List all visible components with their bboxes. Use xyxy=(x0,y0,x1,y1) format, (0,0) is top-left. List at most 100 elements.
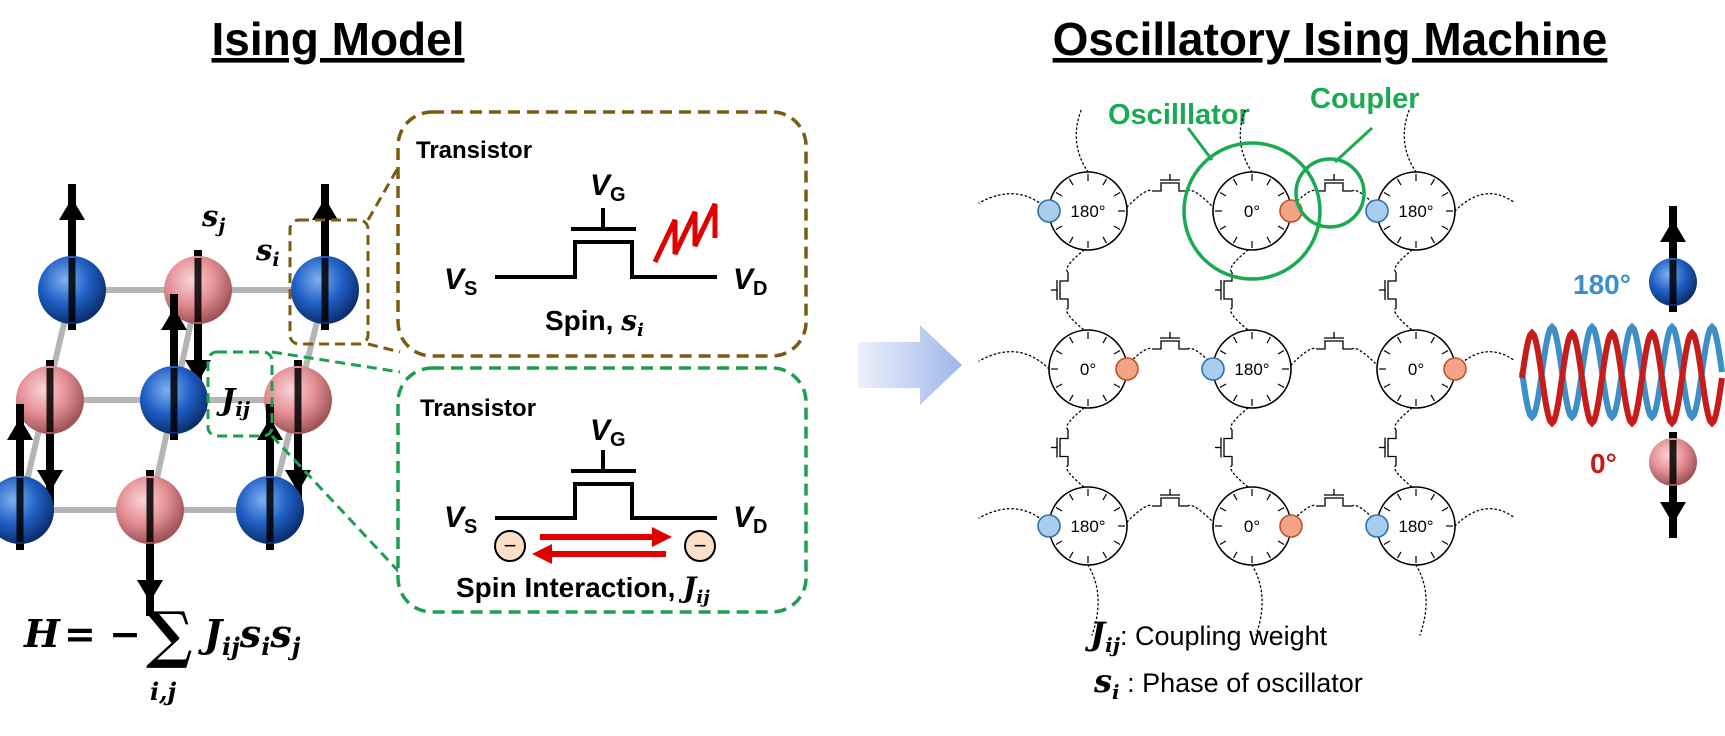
spin-up-blue xyxy=(1649,206,1697,312)
coupler xyxy=(1290,489,1378,523)
right-arrow-icon xyxy=(858,325,962,405)
edge-wire xyxy=(1239,107,1253,173)
transistor-symbol-icon xyxy=(495,208,717,279)
coupler xyxy=(1126,489,1214,523)
oscillator-label: Oscilllator xyxy=(1108,99,1250,131)
edge-wire xyxy=(1251,564,1263,636)
coupler xyxy=(1379,249,1413,331)
phase-dot-180 xyxy=(1201,357,1225,381)
edge-wire xyxy=(978,508,1050,527)
spin-highlight-box xyxy=(288,218,370,346)
key-phase: si : Phase of oscillator xyxy=(1093,662,1363,704)
spin-group xyxy=(0,184,359,616)
phase-dot-180 xyxy=(1365,514,1389,538)
vg-label-2: VG xyxy=(590,414,626,451)
electron-icon: − xyxy=(494,530,526,562)
svg-text:i,j: i,j xyxy=(150,677,176,706)
phase-label: 0° xyxy=(1244,202,1260,221)
phase-dot-0 xyxy=(1115,357,1139,381)
oscillator: 0° xyxy=(1212,171,1303,251)
label-si: si xyxy=(255,233,280,271)
phase-label: 180° xyxy=(1398,202,1433,221)
phase-label: 0° xyxy=(1080,360,1096,379)
svg-text:H: H xyxy=(23,611,61,656)
legend-spins xyxy=(1649,206,1697,538)
svg-text:∑: ∑ xyxy=(146,598,193,671)
phase-label: 0° xyxy=(1408,360,1424,379)
svg-text:Jijsisj: Jijsisj xyxy=(198,611,301,661)
legend-180: 180° xyxy=(1573,269,1631,300)
phase-dot-180 xyxy=(1037,199,1061,223)
spin-up-blue xyxy=(236,404,304,550)
edge-wire xyxy=(1075,107,1089,173)
phase-waves xyxy=(1519,322,1725,428)
coupler-pointer xyxy=(1333,126,1374,164)
oscillator: 180° xyxy=(1365,171,1456,251)
svg-text:−: − xyxy=(694,533,707,558)
interaction-caption: Spin Interaction, Jij xyxy=(456,571,710,608)
key-coupling-weight: Jij: Coupling weight xyxy=(1084,615,1328,657)
edge-wire xyxy=(1454,193,1516,212)
spin-down-pink xyxy=(16,360,84,506)
spin-up-blue xyxy=(291,184,359,330)
oim-title: Oscillatory Ising Machine xyxy=(1053,13,1608,65)
phase-label: 180° xyxy=(1070,517,1105,536)
phase-dot-0 xyxy=(1443,357,1467,381)
bidirectional-arrow-icon xyxy=(532,527,672,564)
sawtooth-wave-icon xyxy=(652,202,718,264)
hamiltonian-equation: H = − ∑ i,j Jijsisj xyxy=(23,598,301,706)
coupler-label: Coupler xyxy=(1310,83,1420,115)
spin-up-blue xyxy=(140,294,208,440)
phase-dot-180 xyxy=(1037,514,1061,538)
oscillator: 0° xyxy=(1376,329,1467,409)
coupling-highlight-box xyxy=(206,350,274,438)
oscillator-network: 180° 0° 180° 0° 180° 0° 180° 0° 180° xyxy=(978,107,1516,636)
coupler xyxy=(1051,407,1085,488)
oscillator: 180° xyxy=(1037,486,1128,566)
spin-down-pink xyxy=(116,470,184,616)
spin-up-blue xyxy=(38,184,106,330)
label-sj: sj xyxy=(201,199,225,237)
edge-wire xyxy=(1454,351,1516,370)
spin-down-pink xyxy=(264,360,332,506)
coupler-highlight-circle xyxy=(1294,157,1366,229)
edge-wire xyxy=(978,193,1050,212)
coupler xyxy=(1215,407,1249,488)
spin-caption: Spin, si xyxy=(545,304,644,341)
oscillator: 180° xyxy=(1201,329,1292,409)
spin-down-pink xyxy=(1649,432,1697,538)
coupler xyxy=(1051,249,1085,331)
phase-dot-0 xyxy=(1279,514,1303,538)
legend-0: 0° xyxy=(1590,448,1617,479)
label-jij: Jij xyxy=(216,383,251,421)
edge-wire xyxy=(1403,107,1417,173)
edge-wire xyxy=(1454,508,1516,527)
spin-up-blue xyxy=(0,404,54,550)
spin-transistor-box xyxy=(396,110,808,358)
oscillator: 180° xyxy=(1365,486,1456,566)
vd-label-2: VD xyxy=(733,501,767,538)
electron-icon: − xyxy=(684,530,716,562)
svg-text:−: − xyxy=(504,533,517,558)
oscillator-highlight-circle xyxy=(1182,141,1322,281)
vd-label: VD xyxy=(733,263,767,300)
phase-label: 0° xyxy=(1244,517,1260,536)
vg-label: VG xyxy=(590,169,626,206)
transistor-symbol-icon xyxy=(495,450,717,520)
coupler xyxy=(1290,332,1378,366)
oscillator: 0° xyxy=(1212,486,1303,566)
oscillator: 0° xyxy=(1048,329,1139,409)
phase-dot-180 xyxy=(1365,199,1389,223)
edge-wire xyxy=(1415,564,1427,636)
phase-label: 180° xyxy=(1070,202,1105,221)
transistor-label-2: Transistor xyxy=(420,395,536,422)
vs-label: VS xyxy=(444,263,477,300)
coupler xyxy=(1126,174,1214,208)
svg-text:= −: = − xyxy=(64,611,141,656)
oscillator-pointer xyxy=(1186,127,1214,161)
edge-wire xyxy=(1087,564,1099,636)
ising-model-title: Ising Model xyxy=(212,13,465,65)
phase-label: 180° xyxy=(1398,517,1433,536)
oscillator: 180° xyxy=(1037,171,1128,251)
